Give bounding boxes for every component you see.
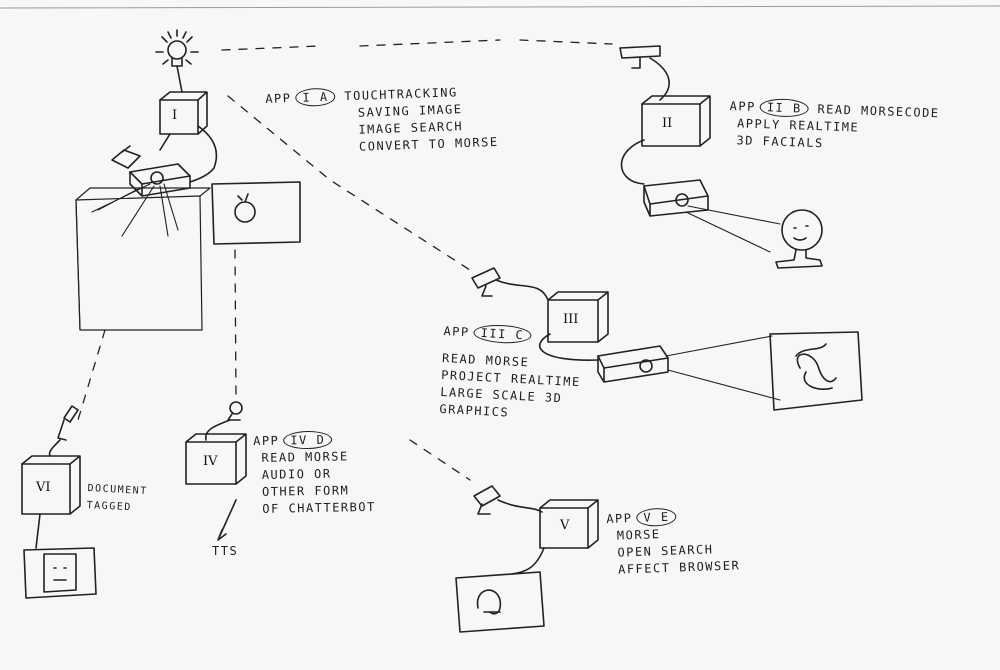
computer-box-iii <box>547 291 609 343</box>
monitor-v <box>455 571 545 633</box>
projector-iii <box>597 345 669 383</box>
app-c-code: III C <box>473 323 532 345</box>
app-c-prefix: APP <box>443 323 471 340</box>
camera-v-icon <box>473 485 501 515</box>
projection-table <box>75 187 211 331</box>
station-label-i: I <box>172 108 178 123</box>
app-b-prefix: APP <box>729 98 757 114</box>
vi-note-line-2: TAGGED <box>86 499 133 514</box>
camera-iv-icon <box>227 401 243 421</box>
app-d-code: IV D <box>283 430 333 450</box>
mannequin-head-icon <box>775 209 823 269</box>
monitor-apple <box>211 181 301 245</box>
app-a-prefix: APP <box>265 91 292 106</box>
cable-iii-camera <box>495 279 549 301</box>
arrow-to-tts <box>217 499 237 541</box>
paper-edge <box>0 5 1000 9</box>
cable-vi-stylus <box>48 439 61 457</box>
station-label-iii: III <box>563 312 579 327</box>
computer-box-v <box>539 499 599 549</box>
tts-note: TTS <box>212 544 239 558</box>
station-vi-note: DOCUMENT TAGGED <box>86 480 148 517</box>
cable-v-monitor <box>511 547 545 575</box>
link-lines <box>77 39 613 481</box>
cable-vi-monitor <box>35 513 41 549</box>
station-label-ii: II <box>662 116 673 131</box>
station-label-iv: IV <box>203 454 218 469</box>
camera-iii-icon <box>471 267 501 297</box>
app-b-line-1: READ MORSECODE <box>817 102 940 121</box>
monitor-vi <box>23 547 97 599</box>
computer-box-i <box>159 91 208 135</box>
app-a-line-1: TOUCHTRACKING <box>344 85 458 104</box>
cable-iv-camera <box>205 419 231 441</box>
large-screen-graphics <box>769 331 863 411</box>
projection-beams-ii <box>685 205 781 253</box>
light-bulb-icon <box>155 29 199 67</box>
projector-ii <box>643 179 709 217</box>
app-e-prefix: APP <box>606 511 633 526</box>
app-d-line-1: READ MORSE <box>261 449 349 465</box>
station-label-v: V <box>560 518 570 533</box>
cable-i-projector <box>189 125 218 183</box>
bulb-wire <box>176 65 183 93</box>
app-e-code: V E <box>636 507 677 527</box>
app-b-code: II B <box>759 98 810 118</box>
app-d-prefix: APP <box>253 433 280 448</box>
computer-box-ii <box>641 95 711 147</box>
station-label-vi: VI <box>36 480 51 495</box>
camera-icon <box>111 145 141 169</box>
computer-box-vi <box>21 455 81 515</box>
cable-v-camera <box>497 499 543 513</box>
cable-ii-projector <box>620 139 645 185</box>
app-d-line-2: AUDIO OR <box>261 466 332 482</box>
cable-ii-camera <box>649 57 670 101</box>
cable-iii-projector <box>539 333 599 361</box>
stylus-icon <box>57 405 79 441</box>
computer-box-iv <box>185 433 247 485</box>
projection-beams-iii <box>665 335 781 401</box>
app-d-line-3: OTHER FORM <box>261 483 350 499</box>
camera-ii-icon <box>619 45 661 68</box>
cable-i-camera <box>159 133 171 151</box>
app-a-code: I A <box>295 87 336 107</box>
projector-i <box>129 163 191 197</box>
app-d-line-4: OF CHATTERBOT <box>262 499 376 516</box>
